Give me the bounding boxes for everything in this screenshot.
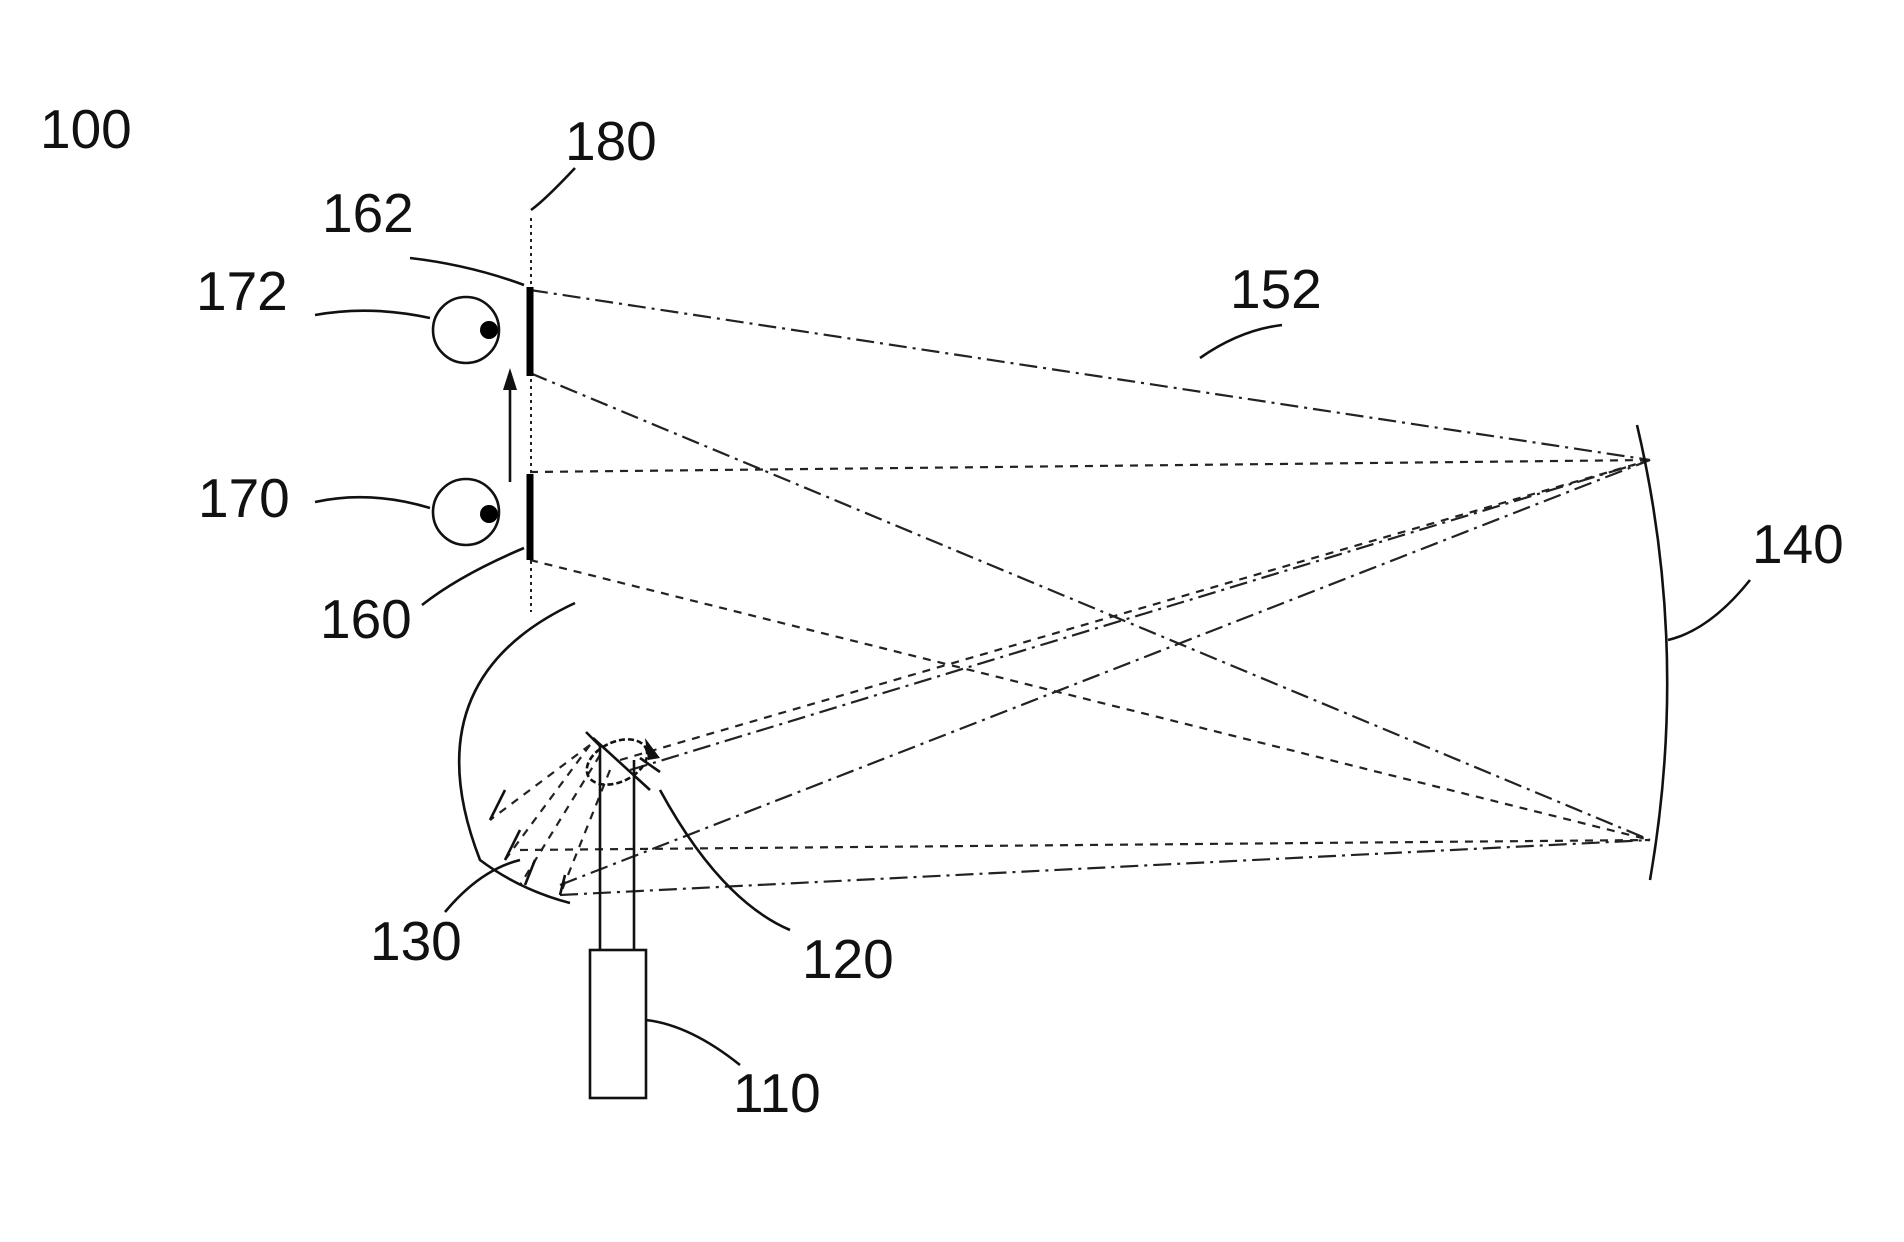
shift-arrow: [503, 368, 517, 482]
eye-170: [433, 479, 499, 545]
ray-scanner-to-first-mirror-b: [505, 745, 590, 860]
ray-first-mirror-to-upper-mirror: [560, 460, 1650, 885]
label-140: 140: [1752, 513, 1844, 575]
label-100: 100: [40, 98, 132, 160]
scanning-mirror-120: [580, 730, 660, 793]
rays-dotted: [490, 460, 1650, 895]
leader-162: [410, 258, 524, 285]
ray-top-to-upper-mirror: [530, 290, 1650, 460]
label-172: 172: [196, 260, 288, 322]
second-mirror-140: [1637, 425, 1667, 880]
ray-lower-window-to-upper-mirror: [530, 460, 1650, 472]
leader-140: [1668, 580, 1750, 640]
label-130: 130: [370, 910, 462, 972]
eye-172: [433, 297, 499, 363]
ray-first-mirror-to-lower-mirror: [520, 840, 1650, 850]
leader-170: [315, 497, 430, 508]
light-source-110: [590, 950, 646, 1098]
leader-180: [531, 168, 575, 210]
leader-172: [315, 311, 430, 318]
leader-120: [660, 790, 790, 930]
ray-lower-window-bottom-to-lower-mirror: [530, 560, 1650, 840]
rays-dash-dot: [530, 290, 1650, 895]
ray-scanner-to-upper-mirror-a: [630, 460, 1650, 770]
label-180: 180: [565, 110, 657, 172]
leader-152: [1200, 325, 1282, 358]
first-mirror-hatches: [490, 790, 565, 895]
label-170: 170: [198, 467, 290, 529]
label-162: 162: [322, 182, 414, 244]
ray-scanner-to-first-mirror-a: [490, 745, 590, 820]
leader-130: [445, 860, 520, 912]
ray-upper-window-to-lower-mirror: [530, 373, 1650, 840]
label-120: 120: [802, 928, 894, 990]
ray-bottom-to-lower-mirror: [560, 840, 1650, 895]
label-110: 110: [733, 1062, 821, 1124]
label-160: 160: [320, 588, 412, 650]
leader-110: [646, 1020, 740, 1065]
scan-direction-arrow: [645, 738, 660, 760]
label-152: 152: [1230, 258, 1322, 320]
ray-scanner-to-upper-mirror-b: [620, 460, 1650, 760]
first-mirror-130: [459, 603, 575, 903]
leader-160: [422, 548, 524, 605]
